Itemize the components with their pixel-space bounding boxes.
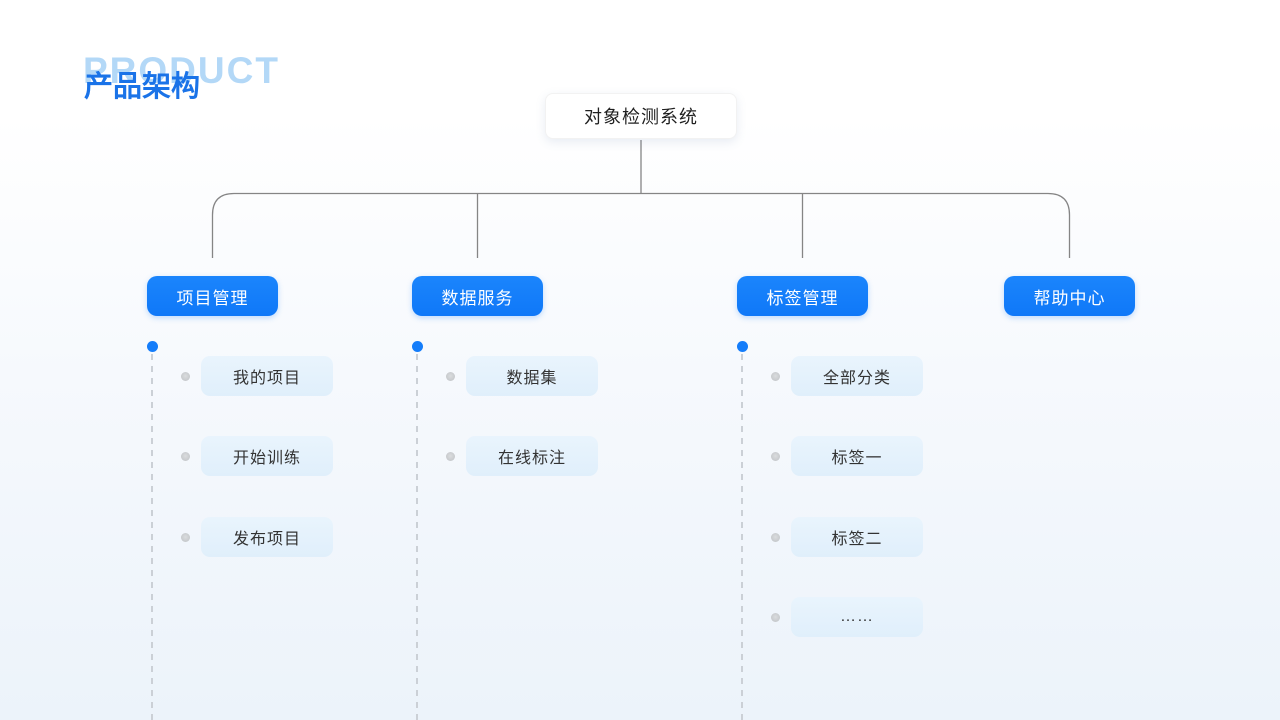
branch-dashed-guide xyxy=(741,354,743,720)
item-box[interactable]: 开始训练 xyxy=(201,436,333,476)
item-bullet-dot xyxy=(770,451,780,461)
branch-anchor-dot xyxy=(411,341,423,352)
item-box[interactable]: …… xyxy=(791,597,923,637)
item-box[interactable]: 在线标注 xyxy=(466,436,598,476)
item-bullet-dot xyxy=(445,451,455,461)
item-box[interactable]: 发布项目 xyxy=(201,517,333,557)
item-box[interactable]: 标签一 xyxy=(791,436,923,476)
branch-anchor-dot xyxy=(736,341,748,352)
branch-button[interactable]: 标签管理 xyxy=(737,276,868,316)
page-title: 产品架构 xyxy=(84,71,201,103)
item-box[interactable]: 全部分类 xyxy=(791,356,923,396)
root-node[interactable]: 对象检测系统 xyxy=(545,93,737,139)
item-bullet-dot xyxy=(770,371,780,381)
item-bullet-dot xyxy=(770,532,780,542)
watermark-text: PRODUCT xyxy=(83,50,280,91)
branch-anchor-dot xyxy=(146,341,158,352)
item-box[interactable]: 我的项目 xyxy=(201,356,333,396)
branch-dashed-guide xyxy=(416,354,418,720)
rail-line xyxy=(211,192,1071,258)
item-box[interactable]: 数据集 xyxy=(466,356,598,396)
branch-button[interactable]: 数据服务 xyxy=(412,276,543,316)
item-bullet-dot xyxy=(445,371,455,381)
branch-button[interactable]: 帮助中心 xyxy=(1004,276,1135,316)
branch-button[interactable]: 项目管理 xyxy=(147,276,278,316)
item-bullet-dot xyxy=(770,612,780,622)
item-bullet-dot xyxy=(180,451,190,461)
item-bullet-dot xyxy=(180,532,190,542)
item-bullet-dot xyxy=(180,371,190,381)
branch-dashed-guide xyxy=(151,354,153,720)
item-box[interactable]: 标签二 xyxy=(791,517,923,557)
